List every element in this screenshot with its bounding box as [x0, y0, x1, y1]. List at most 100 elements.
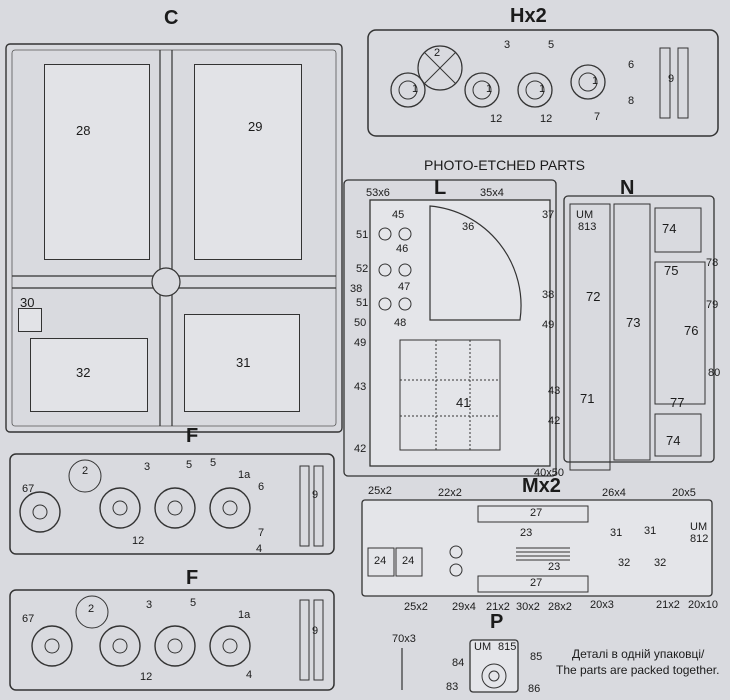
part-number: 1a	[238, 609, 251, 621]
part-number: 85	[530, 651, 543, 663]
part-number: 45	[392, 209, 405, 221]
part-number: 9	[312, 489, 319, 501]
part-number: 38	[350, 283, 363, 295]
part-number: 83	[446, 681, 459, 693]
part-number: 84	[452, 657, 465, 669]
part-number: 6	[258, 481, 265, 493]
part-number: 5	[548, 39, 555, 51]
part-number: 51	[356, 297, 369, 309]
part-number: 41	[456, 395, 471, 410]
part-number: 25x2	[368, 485, 392, 497]
part-number: 47	[398, 281, 411, 293]
part-number: 21x2	[486, 601, 510, 613]
part-number: 12	[490, 113, 503, 125]
part-number: 36	[462, 221, 475, 233]
part-number: 86	[528, 683, 541, 695]
part-number: 32	[654, 557, 667, 569]
footer-note-line2: The parts are packed together.	[556, 663, 720, 677]
part-number: 5	[186, 459, 193, 471]
part-number: 26x4	[602, 487, 626, 499]
sheet-label-c: C	[164, 7, 179, 29]
part-number: 40x50	[534, 467, 564, 479]
part-number: 3	[144, 461, 151, 473]
part-number: 43	[548, 385, 561, 397]
part-number: 2	[88, 603, 95, 615]
part-number: 27	[530, 507, 543, 519]
sheet-label-m: Mx2	[522, 475, 561, 497]
part-number: 24	[402, 555, 415, 567]
part-number: 24	[374, 555, 387, 567]
part-number: 23	[548, 561, 561, 573]
part-number: 50	[354, 317, 367, 329]
part-number: 74	[666, 433, 681, 448]
part-number: 67	[22, 613, 35, 625]
part-number: 9	[668, 73, 675, 85]
part-number: 3	[504, 39, 511, 51]
part-number: 7	[258, 527, 265, 539]
part-number: UM	[690, 521, 708, 533]
part-number: UM	[576, 209, 594, 221]
part-number: 6	[628, 59, 635, 71]
part-number: 812	[690, 533, 709, 545]
part-number: 75	[664, 263, 679, 278]
part-number: 37	[542, 209, 555, 221]
part-number: 28x2	[548, 601, 572, 613]
part-number: 25x2	[404, 601, 428, 613]
part-28-panel	[44, 64, 150, 260]
part-number: 1	[486, 83, 493, 95]
part-number: 20x5	[672, 487, 696, 499]
sheet-label-h: Hx2	[510, 5, 547, 27]
sheet-label-n: N	[620, 177, 635, 199]
part-number: 70x3	[392, 633, 416, 645]
part-number: 28	[76, 123, 91, 138]
part-number: 20x10	[688, 599, 718, 611]
sheet-label-f2: F	[186, 567, 199, 589]
part-number: 7	[594, 111, 601, 123]
part-number: 1	[592, 75, 599, 87]
part-number: 71	[580, 391, 595, 406]
part-number: 80	[708, 367, 721, 379]
part-number: 52	[356, 263, 369, 275]
part-number: 31	[644, 525, 657, 537]
sheet-label-p: P	[490, 611, 504, 633]
part-number: 46	[396, 243, 409, 255]
part-number: 49	[354, 337, 367, 349]
part-number: 31	[610, 527, 623, 539]
part-number: 79	[706, 299, 719, 311]
part-number: 27	[530, 577, 543, 589]
part-number: 43	[354, 381, 367, 393]
part-number: 30	[20, 295, 35, 310]
part-number: 51	[356, 229, 369, 241]
part-number: 30x2	[516, 601, 540, 613]
part-number: 49	[542, 319, 555, 331]
part-number: 29	[248, 119, 263, 134]
part-number: 74	[662, 221, 677, 236]
part-number: 12	[140, 671, 153, 683]
part-number: 8	[628, 95, 635, 107]
part-31-panel	[184, 314, 300, 412]
part-number: 42	[548, 415, 561, 427]
part-30-panel	[18, 308, 42, 332]
part-number: 1	[539, 83, 546, 95]
part-number: 1	[412, 83, 419, 95]
part-number: 42	[354, 443, 367, 455]
part-number: 2	[434, 47, 441, 59]
part-number: 3	[146, 599, 153, 611]
part-number: 38	[542, 289, 555, 301]
part-number: 813	[578, 221, 597, 233]
part-number: 72	[586, 289, 601, 304]
part-number: 29x4	[452, 601, 476, 613]
part-number: 22x2	[438, 487, 462, 499]
part-number: 2	[82, 465, 89, 477]
part-number: UM	[474, 641, 492, 653]
part-number: 21x2	[656, 599, 680, 611]
part-number: 73	[626, 315, 641, 330]
part-number: 5	[210, 457, 217, 469]
part-number: 12	[540, 113, 553, 125]
part-number: 5	[190, 597, 197, 609]
part-number: 4	[256, 543, 263, 555]
footer-note-line1: Деталі в одній упаковці/	[572, 647, 705, 661]
part-number: 12	[132, 535, 145, 547]
part-29-panel	[194, 64, 302, 260]
